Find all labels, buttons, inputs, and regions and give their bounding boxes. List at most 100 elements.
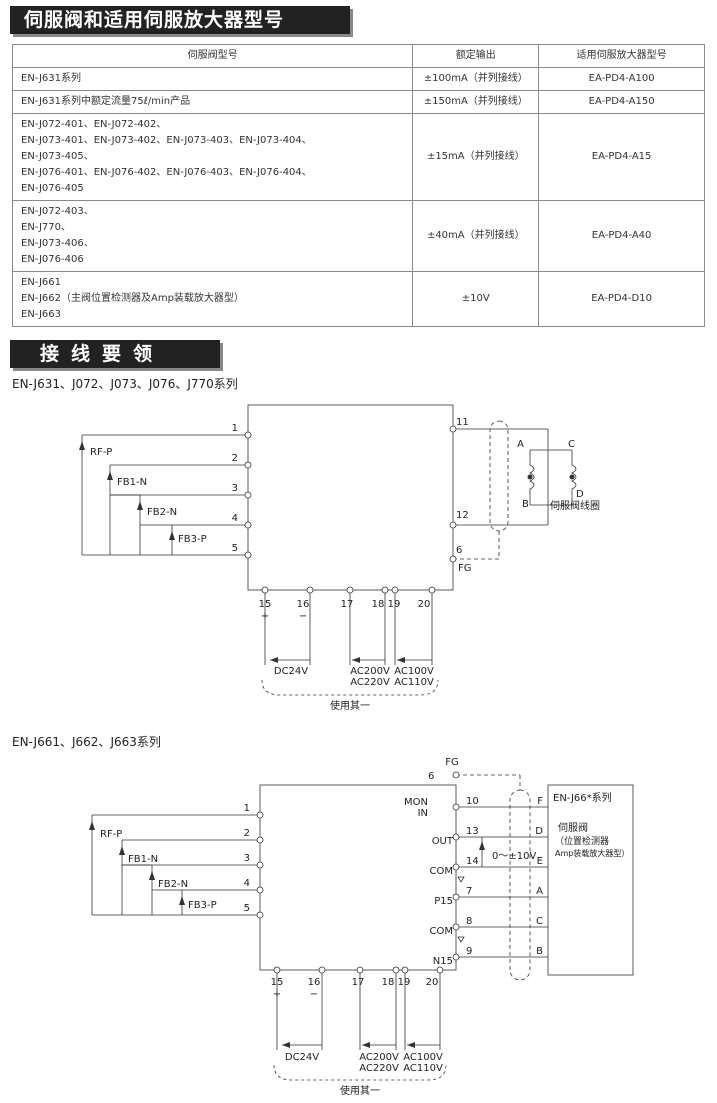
table-row: EN-J631系列中额定流量75ℓ/min产品 ±150mA（并列接线） EA-…	[11, 90, 705, 114]
output-cell: ±40mA（并列接线）	[412, 200, 540, 272]
use-one-label: 使用其一	[330, 699, 370, 712]
terminal-17: 17	[341, 599, 354, 610]
amp-cell: EA-PD4-A150	[538, 90, 705, 114]
terminal-2: 2	[232, 453, 238, 464]
amp-cell: EA-PD4-A100	[538, 67, 705, 91]
coil-cd	[571, 450, 577, 505]
table-header-row: 伺服阀型号 额定输出 适用伺服放大器型号	[11, 44, 705, 68]
input-fb3-p: FB3-P	[188, 900, 217, 911]
coil-name: 伺服阀线圈	[550, 499, 600, 512]
pin-b: B	[536, 946, 543, 957]
signal-com-2: COM	[430, 926, 453, 937]
model-line: EN-J073-406、	[21, 238, 94, 249]
terminal-19: 19	[388, 599, 401, 610]
terminal-15: 15	[259, 599, 272, 610]
terminal-5: 5	[232, 543, 238, 554]
terminal-17: 17	[352, 977, 365, 988]
ground-icon	[457, 936, 465, 943]
shield	[489, 420, 509, 532]
table-row: EN-J661 EN-J662（主阀位置检测器及Amp装载放大器型） EN-J6…	[11, 271, 705, 327]
model-line: EN-J770、	[21, 222, 71, 233]
supply-ac200v: AC200V	[350, 666, 390, 677]
valve-series: EN-J66*系列	[553, 791, 612, 804]
signal-n15: N15	[433, 956, 453, 967]
wiring-diagram-2: FG 6 1 2 3 4 5 RF-P FB1-N FB2-N FB3-P MO…	[89, 757, 634, 1097]
use-one-label: 使用其一	[340, 1084, 380, 1097]
coil-label-d: D	[576, 489, 584, 500]
amplifier-box	[247, 404, 454, 591]
model-line: EN-J076-405	[21, 183, 84, 194]
terminal-15: 15	[271, 977, 284, 988]
model-line: EN-J072-403、	[21, 206, 94, 217]
coil-label-a: A	[517, 439, 524, 450]
shield	[509, 789, 531, 981]
terminal-14: 14	[466, 856, 479, 867]
input-fb1-n: FB1-N	[128, 854, 158, 865]
signal-p15: P15	[434, 896, 453, 907]
pin-c: C	[536, 916, 543, 927]
output-cell: ±10V	[412, 271, 540, 327]
signal-com: COM	[430, 866, 453, 877]
terminal-13: 13	[466, 826, 479, 837]
coil-ab	[529, 450, 535, 505]
out-range: 0～±10V	[492, 851, 536, 862]
terminal-1: 1	[232, 423, 238, 434]
output-cell: ±150mA（并列接线）	[412, 90, 540, 114]
terminal-6: 6	[428, 771, 434, 782]
fg-label: FG	[458, 563, 472, 574]
model-line: EN-J072-401、EN-J072-402、	[21, 119, 167, 130]
model-line: EN-J076-406	[21, 254, 84, 265]
amp-cell: EA-PD4-D10	[538, 271, 705, 327]
model-cell: EN-J661 EN-J662（主阀位置检测器及Amp装载放大器型） EN-J6…	[11, 271, 414, 327]
supply-dc24v: DC24V	[274, 666, 308, 677]
terminal-18: 18	[372, 599, 385, 610]
terminal-4: 4	[244, 878, 250, 889]
input-fb2-n: FB2-N	[147, 507, 177, 518]
model-line: EN-J661	[21, 277, 61, 288]
output-cell: ±15mA（并列接线）	[412, 113, 540, 201]
pin-f: F	[537, 796, 543, 807]
amp-cell: EA-PD4-A15	[538, 113, 705, 201]
valve-detector: （位置检测器	[555, 835, 609, 847]
output-cell: ±100mA（并列接线）	[412, 67, 540, 91]
terminal-18: 18	[382, 977, 395, 988]
table-row: EN-J072-403、 EN-J770、 EN-J073-406、 EN-J0…	[11, 200, 705, 272]
amp-cell: EA-PD4-A40	[538, 200, 705, 272]
model-cell: EN-J072-403、 EN-J770、 EN-J073-406、 EN-J0…	[11, 200, 414, 272]
section-title-wiring: 接线要领	[10, 340, 220, 368]
supply-ac220v: AC220V	[350, 677, 390, 688]
terminal-6: 6	[456, 545, 462, 556]
supply-ac110v: AC110V	[403, 1063, 443, 1074]
coil-label-b: B	[522, 499, 529, 510]
wiring-diagram-1: 1 2 3 4 5 RF-P FB1-N FB2-N FB3-P 11 12 6…	[79, 404, 600, 712]
terminal-5: 5	[244, 903, 250, 914]
terminal-10: 10	[466, 796, 479, 807]
model-cell: EN-J631系列	[11, 67, 414, 91]
table-row: EN-J631系列 ±100mA（并列接线） EA-PD4-A100	[11, 67, 705, 91]
col-header-model: 伺服阀型号	[11, 44, 414, 68]
pin-d: D	[535, 826, 543, 837]
terminal-3: 3	[244, 853, 250, 864]
polarity-minus: −	[299, 611, 307, 622]
pin-a: A	[536, 886, 543, 897]
section-title-models: 伺服阀和适用伺服放大器型号	[10, 6, 350, 34]
terminal-8: 8	[466, 916, 472, 927]
diagram1-caption: EN-J631、J072、J073、J076、J770系列	[12, 377, 238, 391]
terminal-16: 16	[308, 977, 321, 988]
polarity-plus: +	[273, 989, 281, 1000]
col-header-output: 额定输出	[412, 44, 540, 68]
terminal-20: 20	[418, 599, 431, 610]
model-line: EN-J662（主阀位置检测器及Amp装载放大器型）	[21, 293, 244, 304]
terminal-3: 3	[232, 483, 238, 494]
diagram2-caption: EN-J661、J662、J663系列	[12, 735, 161, 749]
valve-amp-type: Amp装载放大器型）	[555, 848, 629, 858]
valve-box	[547, 784, 634, 976]
use-one-bracket	[261, 679, 439, 696]
spec-table: 伺服阀型号 额定输出 适用伺服放大器型号 EN-J631系列 ±100mA（并列…	[11, 44, 705, 327]
model-line: EN-J631系列中额定流量75ℓ/min产品	[21, 96, 191, 107]
pin-e: E	[537, 856, 543, 867]
supply-ac110v: AC110V	[394, 677, 434, 688]
input-rf-p: RF-P	[100, 829, 122, 840]
signal-out: OUT	[432, 836, 454, 847]
